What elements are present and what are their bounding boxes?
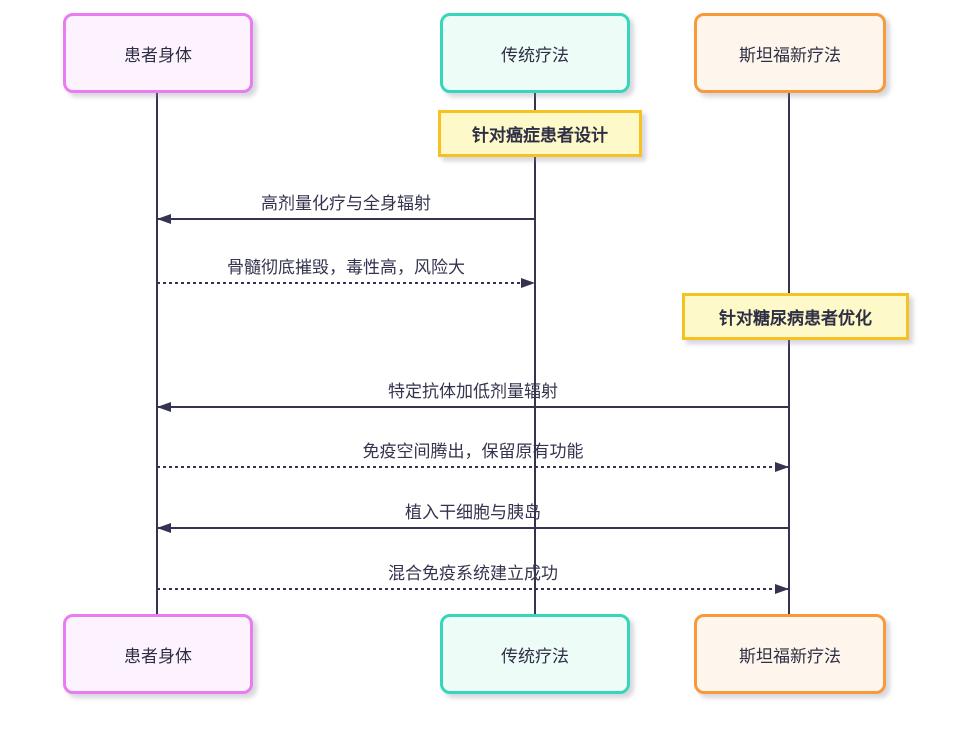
arrowhead-left-icon	[157, 402, 171, 412]
actor-top-patient: 患者身体	[63, 13, 253, 93]
arrowhead-left-icon	[157, 523, 171, 533]
actor-bottom-traditional: 传统疗法	[440, 614, 630, 694]
lifeline-stanford	[788, 93, 790, 615]
actor-label: 患者身体	[124, 646, 192, 666]
lifeline-traditional	[534, 93, 536, 615]
arrowhead-right-icon	[775, 462, 789, 472]
arrow-solid-left	[157, 402, 789, 412]
actor-label: 患者身体	[124, 45, 192, 65]
arrow-solid-left	[157, 214, 535, 224]
message-4: 免疫空间腾出，保留原有功能	[157, 440, 789, 472]
message-5: 植入干细胞与胰岛	[157, 501, 789, 533]
arrow-dotted-right	[157, 278, 535, 288]
note-text: 针对糖尿病患者优化	[719, 309, 872, 328]
arrowhead-right-icon	[521, 278, 535, 288]
arrowhead-left-icon	[157, 214, 171, 224]
arrowhead-right-icon	[775, 584, 789, 594]
note-cancer-design: 针对癌症患者设计	[438, 110, 642, 157]
actor-label: 传统疗法	[501, 45, 569, 65]
message-6: 混合免疫系统建立成功	[157, 562, 789, 594]
message-1: 高剂量化疗与全身辐射	[157, 192, 535, 224]
arrow-dotted-right	[157, 462, 789, 472]
message-text: 高剂量化疗与全身辐射	[261, 194, 431, 213]
message-text: 骨髓彻底摧毁，毒性高，风险大	[227, 258, 465, 277]
arrow-dotted-right	[157, 584, 789, 594]
arrow-solid-left	[157, 523, 789, 533]
actor-bottom-stanford: 斯坦福新疗法	[694, 614, 886, 694]
message-2: 骨髓彻底摧毁，毒性高，风险大	[157, 256, 535, 288]
message-text: 特定抗体加低剂量辐射	[388, 382, 558, 401]
actor-top-traditional: 传统疗法	[440, 13, 630, 93]
message-text: 免疫空间腾出，保留原有功能	[362, 442, 584, 461]
actor-label: 斯坦福新疗法	[739, 45, 841, 65]
actor-label: 传统疗法	[501, 646, 569, 666]
actor-top-stanford: 斯坦福新疗法	[694, 13, 886, 93]
message-text: 植入干细胞与胰岛	[405, 503, 541, 522]
message-3: 特定抗体加低剂量辐射	[157, 380, 789, 412]
lifeline-patient	[156, 93, 158, 615]
note-text: 针对癌症患者设计	[472, 126, 608, 145]
message-text: 混合免疫系统建立成功	[388, 564, 558, 583]
actor-bottom-patient: 患者身体	[63, 614, 253, 694]
note-diabetes-optimize: 针对糖尿病患者优化	[682, 293, 909, 340]
actor-label: 斯坦福新疗法	[739, 646, 841, 666]
